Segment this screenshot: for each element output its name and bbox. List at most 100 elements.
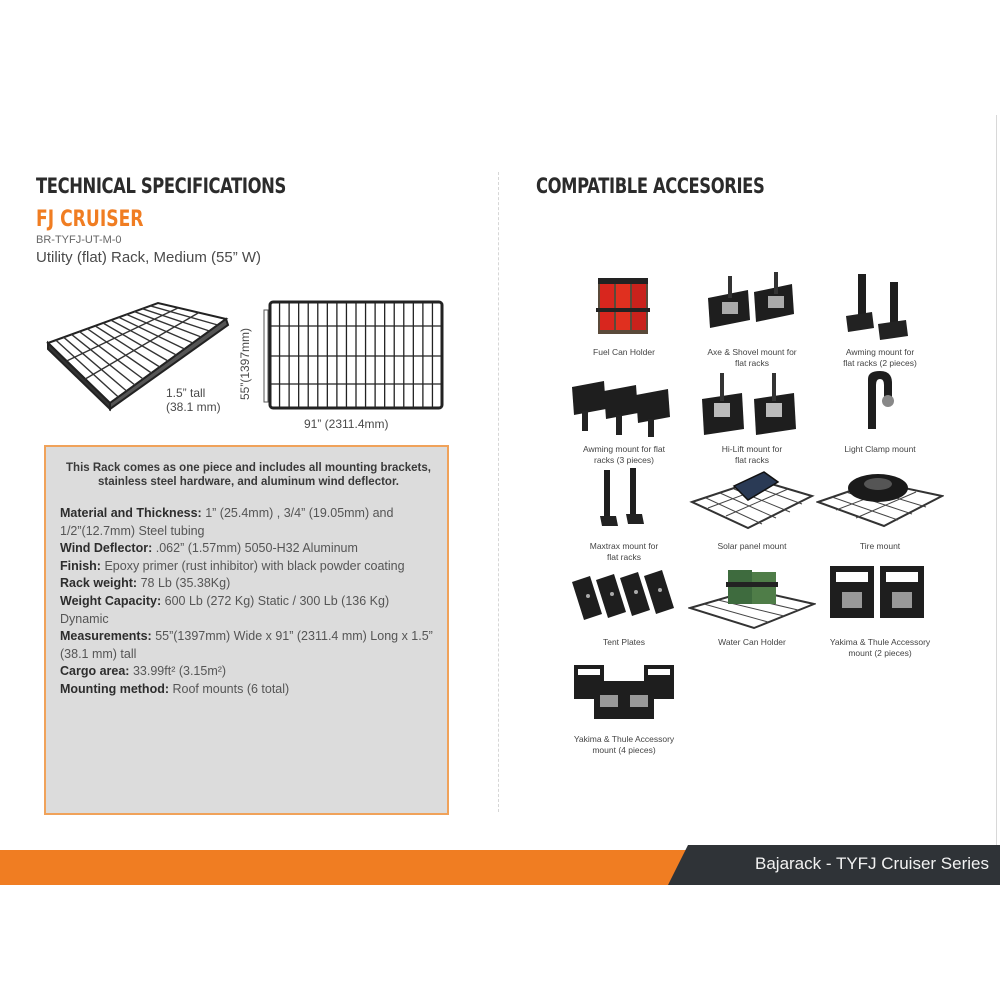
spec-key: Weight Capacity: <box>60 593 162 608</box>
column-divider <box>498 172 499 812</box>
spec-key: Cargo area: <box>60 664 130 679</box>
accessory-label-line-1: Awming mount for flat <box>582 444 666 454</box>
spec-wind-deflector: Wind Deflector: .062” (1.57mm) 5050-H32 … <box>60 540 440 558</box>
rack-slat <box>149 305 218 326</box>
tall-dimension-inch: 1.5” tall <box>166 386 206 400</box>
rack-slat <box>126 313 194 344</box>
spec-list: Material and Thickness: 1” (25.4mm) , 3/… <box>60 505 440 699</box>
model-title: FJ CRUISER <box>36 207 144 232</box>
awning-mount-2-image <box>846 274 908 340</box>
tall-dimension-mm: (38.1 mm) <box>166 400 221 414</box>
accessory-label-line-1: Awming mount for <box>845 347 915 357</box>
accessory-label: Solar panel mount <box>688 541 816 552</box>
accessory-label-line-1: Tire mount <box>859 541 901 551</box>
accessory-light-clamp-mount: Light Clamp mount <box>816 365 944 461</box>
accessory-label-line-1: Fuel Can Holder <box>593 347 655 357</box>
axe-shovel-mount-image <box>708 272 794 328</box>
accessory-label-line-2: flat racks (2 pieces) <box>843 357 917 368</box>
accessory-label-line-1: Solar panel mount <box>717 541 787 551</box>
spec-key: Measurements: <box>60 629 152 644</box>
spec-cargo-area: Cargo area: 33.99ft² (3.15m²) <box>60 663 440 681</box>
accessory-label-line-2: mount (2 pieces) <box>848 647 912 658</box>
accessory-tent-plates: Tent Plates <box>560 558 688 654</box>
accessory-water-can-holder: Water Can Holder <box>688 558 816 654</box>
spec-value: 33.99ft² (3.15m²) <box>132 664 227 679</box>
spec-intro-line-1: This Rack comes as one piece and include… <box>66 462 431 474</box>
width-dimension: 91” (2311.4mm) <box>304 417 389 431</box>
accessory-label-line-2: flat racks <box>734 357 769 368</box>
accessory-label: Light Clamp mount <box>816 444 944 455</box>
spec-value: .062” (1.57mm) 5050-H32 Aluminum <box>155 541 358 556</box>
rack-crossbar <box>66 307 179 362</box>
rack-slat <box>63 336 128 392</box>
maxtrax-mount-image <box>600 468 644 526</box>
rack-top-view-image <box>263 300 444 410</box>
accessory-label-line-2: racks (3 pieces) <box>594 454 654 465</box>
accessory-label-line-2: mount (4 pieces) <box>592 744 656 755</box>
spec-value: 1” (25.4mm) , 3/4” (19.05mm) and 1/2”(12… <box>60 506 394 538</box>
accessory-label-line-1: Tent Plates <box>602 637 646 647</box>
accessory-label-line-2: flat racks <box>734 454 769 465</box>
rack-name: Utility (flat) Rack, Medium (55” W) <box>36 249 262 266</box>
rack-slat <box>71 333 136 386</box>
rack-slat <box>86 328 152 374</box>
rack-slat <box>55 339 119 398</box>
accessory-label: Tire mount <box>816 541 944 552</box>
fuel-can-image <box>596 278 650 334</box>
accessory-label: Fuel Can Holder <box>560 347 688 358</box>
spec-box: This Rack comes as one piece and include… <box>44 445 449 815</box>
spec-key: Wind Deflector: <box>60 541 153 556</box>
spec-measurements: Measurements: 55”(1397mm) Wide x 91” (23… <box>60 628 440 663</box>
spec-value: 600 Lb (272 Kg) Static / 300 Lb (136 Kg)… <box>60 593 390 626</box>
rack-slat <box>94 325 161 368</box>
footer-orange-band <box>0 850 700 885</box>
accessory-label-line-2: flat racks <box>606 551 641 562</box>
yakima-thule-mount-4-image <box>574 665 674 719</box>
spec-material: Material and Thickness: 1” (25.4mm) , 3/… <box>60 505 440 540</box>
height-dimension: 55”(1397mm) <box>238 327 252 400</box>
rack-slat <box>102 322 169 362</box>
spec-key: Rack weight: <box>60 576 138 591</box>
spec-mounting-method: Mounting method: Roof mounts (6 total) <box>60 681 440 699</box>
accessory-tire-mount: Tire mount <box>816 462 944 558</box>
spec-weight-capacity: Weight Capacity: 600 Lb (272 Kg) Static … <box>60 593 440 628</box>
rack-slat <box>134 310 202 338</box>
rack-slat <box>110 319 177 356</box>
accessory-label: Tent Plates <box>560 637 688 648</box>
rack-slat <box>118 316 185 350</box>
rack-slat <box>79 331 144 380</box>
footer-bar <box>0 845 1000 885</box>
yakima-thule-mount-2-image <box>830 566 924 618</box>
accessory-label-line-1: Yakima & Thule Accessory <box>573 734 675 744</box>
solar-panel-mount-image <box>689 471 815 530</box>
spec-rack-weight: Rack weight: 78 Lb (35.38Kg) <box>60 575 440 593</box>
footer-series-title: Bajarack - TYFJ Cruiser Series <box>755 854 989 873</box>
accessory-label-line-1: Axe & Shovel mount for <box>707 347 797 357</box>
rack-slat <box>142 308 210 332</box>
spec-intro: This Rack comes as one piece and include… <box>56 461 441 489</box>
water-can-holder-image <box>688 570 816 630</box>
accessory-fuel-can-holder: Fuel Can Holder <box>560 268 688 364</box>
spec-value: 78 Lb (35.38Kg) <box>140 576 231 591</box>
tent-plates-image <box>572 570 674 620</box>
compatible-accessories-heading: COMPATIBLE ACCESORIES <box>536 174 765 198</box>
page-edge <box>996 115 997 850</box>
accessory-label-line-1: Water Can Holder <box>718 637 786 647</box>
spec-key: Finish: <box>60 558 101 573</box>
spec-value: Epoxy primer (rust inhibitor) with black… <box>104 558 405 573</box>
tire-mount-image <box>816 474 944 528</box>
spec-key: Material and Thickness: <box>60 506 202 520</box>
